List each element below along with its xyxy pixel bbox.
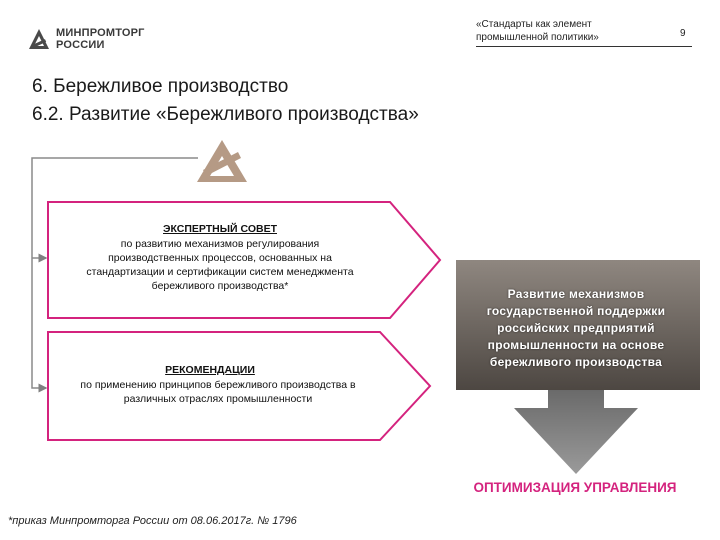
council-heading: ЭКСПЕРТНЫЙ СОВЕТ xyxy=(163,223,277,235)
logo-text: МИНПРОМТОРГ РОССИИ xyxy=(56,27,145,51)
support-line-5: бережливого производства xyxy=(489,355,663,369)
council-line-4: бережливого производства* xyxy=(151,280,289,292)
section-title: 6. Бережливое производство xyxy=(32,76,289,97)
ministry-logo: МИНПРОМТОРГ РОССИИ xyxy=(28,26,168,54)
council-line-2: производственных процессов, основанных н… xyxy=(108,252,332,264)
council-line-1: по развитию механизмов регулирования xyxy=(120,238,320,250)
logo-line-1: МИНПРОМТОРГ xyxy=(56,27,145,39)
recommendations-card xyxy=(47,331,432,441)
council-line-3: стандартизации и сертификации систем мен… xyxy=(86,266,354,278)
recommendations-heading: РЕКОМЕНДАЦИИ xyxy=(165,364,255,376)
support-line-2: государственной поддержки xyxy=(486,304,666,318)
page-number: 9 xyxy=(680,28,686,39)
header-divider xyxy=(476,46,692,47)
recommendations-line-2: различных отраслях промышленности xyxy=(123,393,313,405)
council-body: по развитию механизмов регулирования про… xyxy=(60,237,380,293)
connector-lines xyxy=(31,157,198,393)
support-box xyxy=(456,260,700,390)
support-line-4: промышленности на основе xyxy=(487,338,665,352)
subsection-title: 6.2. Развитие «Бережливого производства» xyxy=(32,104,419,125)
ministry-logo-icon xyxy=(29,29,49,49)
recommendations-body: по применению принципов бережливого прои… xyxy=(48,378,388,406)
header-subtitle-line-2: промышленной политики» xyxy=(476,32,599,43)
support-text: Развитие механизмов государственной подд… xyxy=(456,286,696,371)
recommendations-line-1: по применению принципов бережливого прои… xyxy=(80,379,356,391)
header-subtitle: «Стандарты как элемент промышленной поли… xyxy=(476,18,626,44)
footnote: *приказ Минпромторга России от 08.06.201… xyxy=(8,515,297,527)
support-line-1: Развитие механизмов xyxy=(507,287,645,301)
support-line-3: российских предприятий xyxy=(497,321,655,335)
council-card xyxy=(47,201,442,319)
down-arrow-icon xyxy=(514,390,638,474)
triangle-emblem-icon xyxy=(197,140,247,182)
header-subtitle-line-1: «Стандарты как элемент xyxy=(476,19,592,30)
outcome-label: ОПТИМИЗАЦИЯ УПРАВЛЕНИЯ xyxy=(473,480,677,495)
logo-line-2: РОССИИ xyxy=(56,39,105,51)
